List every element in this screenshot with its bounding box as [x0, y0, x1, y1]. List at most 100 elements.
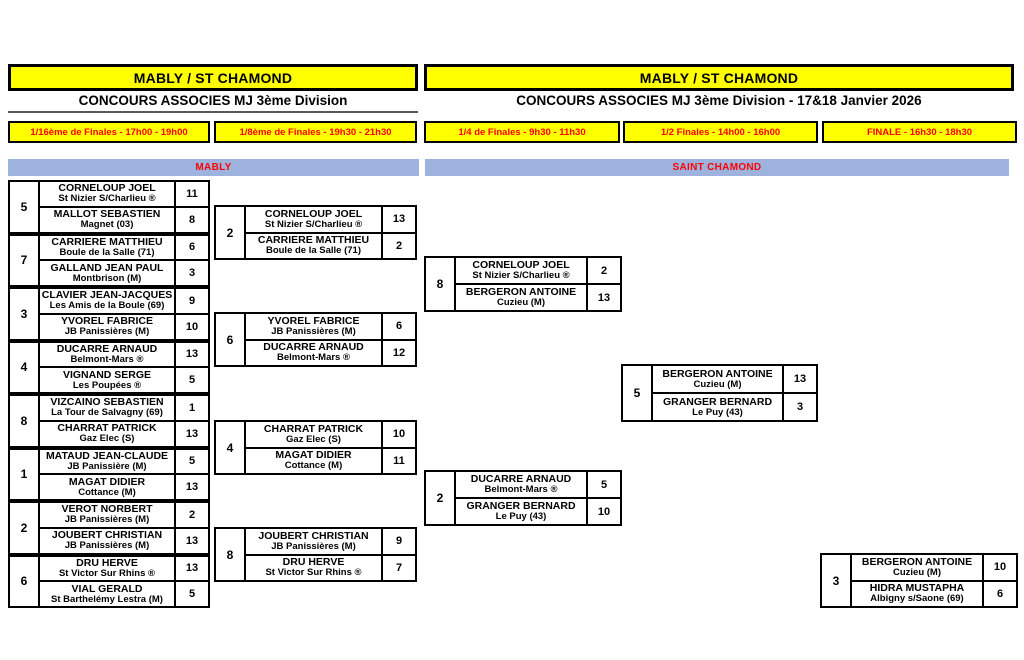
player-name: BERGERON ANTOINE — [861, 555, 973, 568]
player-row: DUCARRE ARNAUD Belmont-Mars ® 13 — [40, 342, 208, 367]
player-name: VEROT NORBERT — [61, 503, 153, 516]
player-club: JB Panissières (M) — [64, 326, 150, 338]
player-row: HIDRA MUSTAPHA Albigny s/Saone (69) 6 — [852, 579, 1016, 606]
player-club: St Victor Sur Rhins ® — [58, 567, 156, 579]
player-row: DRU HERVE St Victor Sur Rhins ® 7 — [246, 553, 415, 580]
player-club: Belmont-Mars ® — [484, 484, 558, 496]
player-name: VIAL GERALD — [71, 582, 143, 595]
player-name: CORNELOUP JOEL — [264, 207, 363, 220]
player-row: YVOREL FABRICE JB Panissières (M) 6 — [246, 314, 415, 339]
player-name: CARRIERE MATTHIEU — [257, 234, 370, 247]
player-score: 10 — [586, 499, 620, 524]
match-box: 2 CORNELOUP JOEL St Nizier S/Charlieu ® … — [214, 205, 417, 260]
player-club: Cuzieu (M) — [892, 566, 942, 578]
match-number: 5 — [10, 182, 40, 232]
match-number: 6 — [216, 314, 246, 365]
player-row: JOUBERT CHRISTIAN JB Panissières (M) 9 — [246, 529, 415, 554]
player-row: BERGERON ANTOINE Cuzieu (M) 10 — [852, 555, 1016, 580]
player-score: 5 — [586, 472, 620, 497]
player-score: 6 — [174, 235, 208, 260]
venue-bar-mably: MABLY — [8, 159, 419, 176]
player-score: 6 — [982, 581, 1016, 606]
player-club: Le Puy (43) — [692, 406, 743, 418]
match-box: 8 JOUBERT CHRISTIAN JB Panissières (M) 9… — [214, 527, 417, 582]
player-club: St Nizier S/Charlieu ® — [264, 218, 363, 230]
right-header-subtitle: CONCOURS ASSOCIES MJ 3ème Division - 17&… — [516, 93, 922, 108]
player-score: 13 — [381, 207, 415, 232]
player-club: JB Panissière (M) — [67, 460, 147, 472]
player-name: DUCARRE ARNAUD — [263, 341, 364, 354]
player-score: 9 — [174, 289, 208, 313]
player-club: JB Panissières (M) — [64, 514, 150, 526]
player-row: VIAL GERALD St Barthelémy Lestra (M) 5 — [40, 580, 208, 606]
player-score: 11 — [381, 448, 415, 473]
player-name: MAGAT DIDIER — [275, 449, 352, 462]
match-number: 2 — [216, 207, 246, 258]
player-name: BERGERON ANTOINE — [662, 367, 773, 380]
player-name: VIZCAINO SEBASTIEN — [50, 396, 164, 409]
player-score: 5 — [174, 449, 208, 474]
player-club: Cottance (M) — [78, 486, 136, 498]
player-name: DRU HERVE — [282, 556, 345, 569]
player-name: HIDRA MUSTAPHA — [869, 582, 965, 595]
match-number: 4 — [10, 342, 40, 392]
match-number: 3 — [10, 289, 40, 339]
player-row: BERGERON ANTOINE Cuzieu (M) 13 — [653, 366, 816, 392]
player-name: CHARRAT PATRICK — [263, 422, 364, 435]
match-number: 2 — [426, 472, 456, 524]
match-box: 4 CHARRAT PATRICK Gaz Elec (S) 10 MAGAT … — [214, 420, 417, 475]
player-row: CARRIERE MATTHIEU Boule de la Salle (71)… — [246, 231, 415, 258]
match-box: 6 DRU HERVE St Victor Sur Rhins ® 13 VIA… — [8, 554, 210, 608]
round-header-finale: FINALE - 16h30 - 18h30 — [822, 121, 1017, 143]
player-name: MALLOT SEBASTIEN — [53, 208, 161, 221]
player-name: YVOREL FABRICE — [61, 315, 153, 328]
player-row: JOUBERT CHRISTIAN JB Panissières (M) 13 — [40, 526, 208, 553]
player-row: VIGNAND SERGE Les Poupées ® 5 — [40, 366, 208, 392]
match-number: 6 — [10, 556, 40, 606]
round-header-1-4: 1/4 de Finales - 9h30 - 11h30 — [424, 121, 620, 143]
player-club: Boule de la Salle (71) — [59, 246, 155, 258]
player-score: 3 — [174, 261, 208, 285]
player-row: YVOREL FABRICE JB Panissières (M) 10 — [40, 312, 208, 339]
match-box: 5 BERGERON ANTOINE Cuzieu (M) 13 GRANGER… — [621, 364, 818, 422]
player-club: Cottance (M) — [284, 460, 343, 472]
player-score: 9 — [381, 529, 415, 554]
player-name: GRANGER BERNARD — [466, 500, 576, 512]
player-club: Magnet (03) — [80, 219, 134, 231]
player-score: 13 — [174, 528, 208, 553]
player-score: 3 — [782, 394, 816, 420]
player-score: 12 — [381, 340, 415, 365]
player-score: 10 — [174, 314, 208, 339]
player-name: CORNELOUP JOEL — [58, 182, 156, 195]
player-score: 2 — [586, 258, 620, 283]
venue-bar-saint-chamond: SAINT CHAMOND — [425, 159, 1009, 176]
match-number: 8 — [426, 258, 456, 310]
match-number: 1 — [10, 449, 40, 499]
player-name: CHARRAT PATRICK — [57, 422, 157, 435]
player-score: 13 — [174, 342, 208, 367]
left-header-subtitle: CONCOURS ASSOCIES MJ 3ème Division — [78, 93, 348, 108]
player-score: 1 — [174, 396, 208, 420]
subtitle-underline — [8, 111, 418, 113]
player-score: 5 — [174, 582, 208, 606]
player-row: GRANGER BERNARD Le Puy (43) 3 — [653, 392, 816, 420]
player-score: 13 — [174, 556, 208, 581]
match-number: 3 — [822, 555, 852, 606]
match-box: 2 VEROT NORBERT JB Panissières (M) 2 JOU… — [8, 501, 210, 555]
round-header-1-2: 1/2 Finales - 14h00 - 16h00 — [623, 121, 818, 143]
player-club: Les Poupées ® — [72, 379, 142, 391]
player-score: 2 — [381, 233, 415, 258]
player-name: DUCARRE ARNAUD — [470, 473, 572, 485]
player-name: GALLAND JEAN PAUL — [50, 261, 164, 274]
right-header-title: MABLY / ST CHAMOND — [424, 64, 1014, 91]
player-score: 7 — [381, 555, 415, 580]
player-name: VIGNAND SERGE — [62, 368, 152, 381]
player-name: CORNELOUP JOEL — [472, 259, 570, 271]
player-name: JOUBERT CHRISTIAN — [51, 529, 163, 542]
player-name: MATAUD JEAN-CLAUDE — [45, 449, 169, 462]
player-row: VIZCAINO SEBASTIEN La Tour de Salvagny (… — [40, 396, 208, 420]
player-club: Albigny s/Saone (69) — [870, 593, 964, 605]
player-club: JB Panissières (M) — [271, 540, 356, 552]
player-row: GALLAND JEAN PAUL Montbrison (M) 3 — [40, 259, 208, 285]
